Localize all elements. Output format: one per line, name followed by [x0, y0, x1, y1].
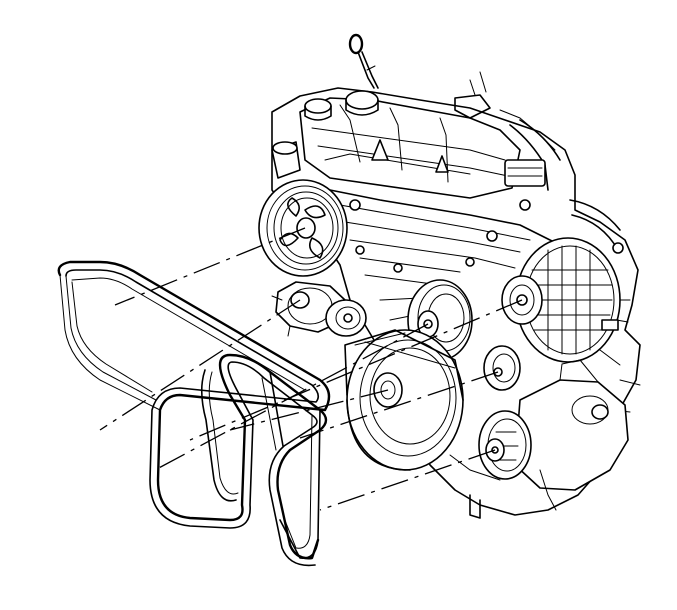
- belt-tensioner: [271, 281, 367, 337]
- pulley-centerlines: [99, 227, 523, 511]
- power-steering-pulley: [258, 141, 348, 277]
- ac-compressor: [478, 359, 629, 511]
- oil-dipstick: [348, 33, 379, 89]
- crankshaft-pulley: [344, 329, 464, 471]
- drive-belt: [57, 260, 331, 567]
- alternator: [501, 237, 624, 363]
